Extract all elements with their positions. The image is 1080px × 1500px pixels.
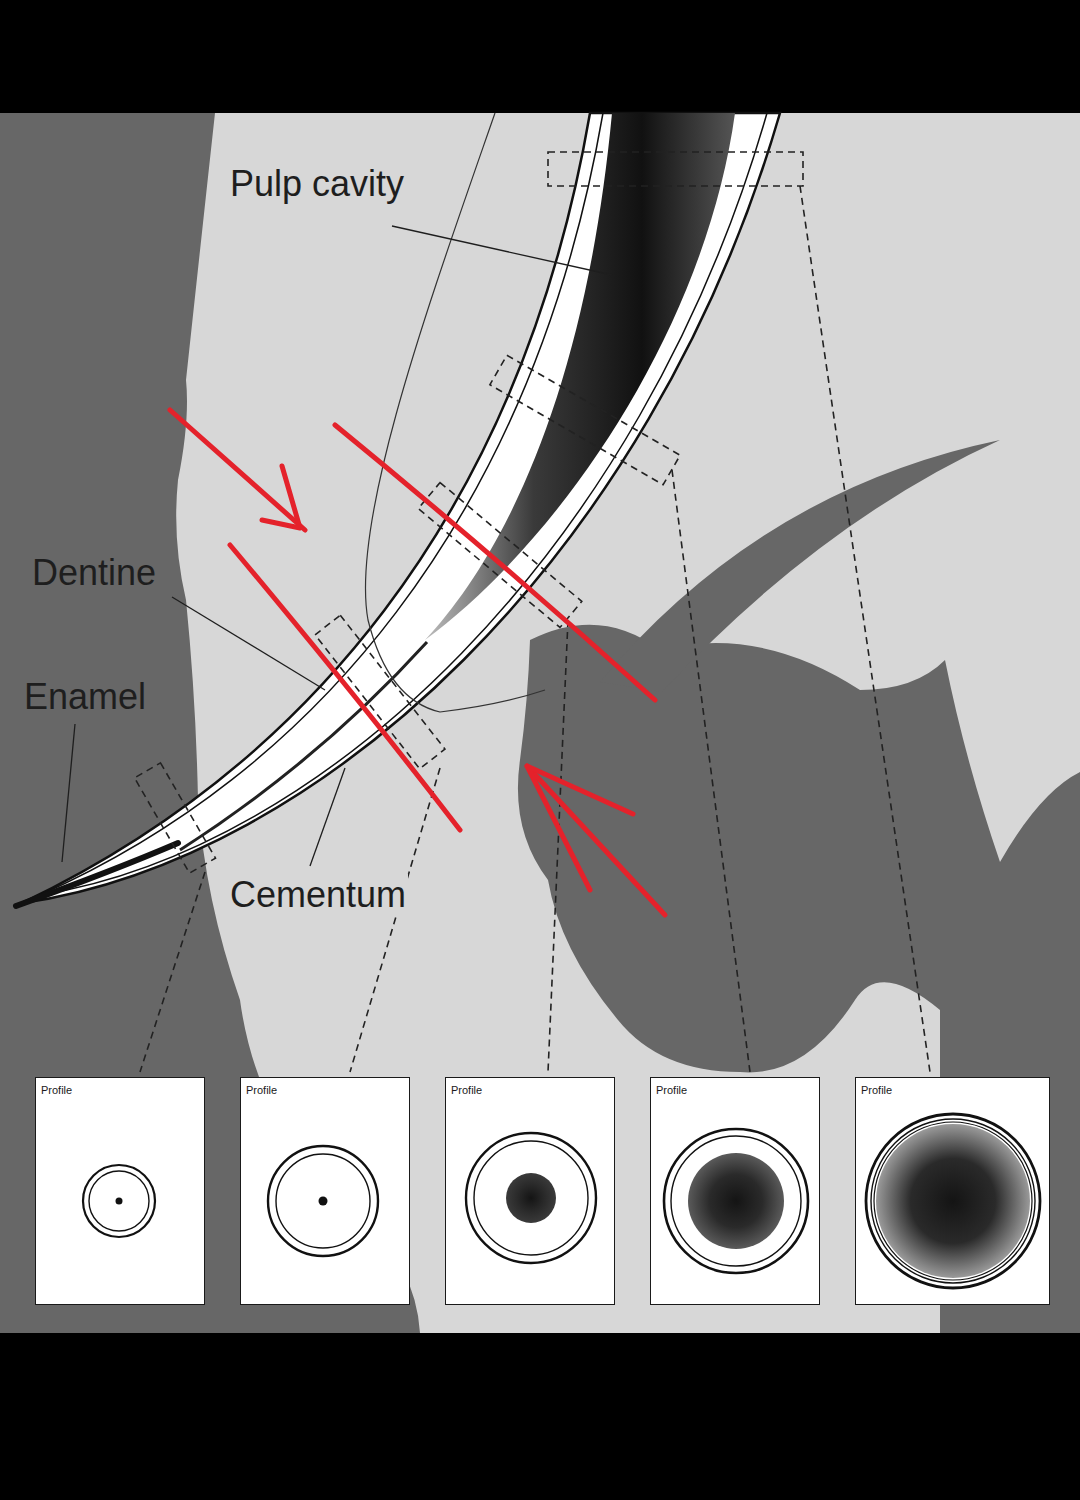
- projection-line: [672, 470, 750, 1072]
- profile-label: Profile: [651, 1078, 687, 1096]
- cross-section-figure: [36, 1078, 206, 1306]
- part-label-text: Dentine: [30, 552, 158, 593]
- layer-ring: [466, 1133, 596, 1263]
- red-cut-line: [230, 545, 460, 830]
- part-label-text: Cementum: [228, 874, 408, 915]
- profile-box: Profile: [650, 1077, 820, 1305]
- section-frame: [548, 152, 803, 186]
- profile-label: Profile: [36, 1078, 72, 1096]
- tooth-outline: [22, 113, 780, 903]
- cementum-line: [40, 113, 767, 895]
- layer-ring: [474, 1141, 588, 1255]
- profile-box: Profile: [240, 1077, 410, 1305]
- leader-line: [310, 768, 345, 866]
- layer-ring: [871, 1119, 1035, 1283]
- projection-line: [800, 186, 930, 1072]
- leader-line: [392, 226, 612, 275]
- layer-ring: [268, 1146, 378, 1256]
- part-label-text: Enamel: [22, 676, 148, 717]
- cross-section-figure: [651, 1078, 821, 1306]
- red-arrowhead: [527, 766, 633, 890]
- jaw-bone-ground: [0, 113, 1080, 1333]
- pulp-dot: [116, 1198, 123, 1205]
- layer-ring: [874, 1122, 1032, 1280]
- part-label: Dentine: [30, 552, 158, 593]
- bone-spur: [600, 440, 1000, 692]
- layer-ring: [89, 1171, 149, 1231]
- part-label: Pulp cavity: [228, 163, 406, 204]
- pulp-cavity-shape: [425, 113, 735, 640]
- pulp-dot: [319, 1197, 328, 1206]
- section-frame: [135, 763, 216, 873]
- pulp-section: [876, 1124, 1030, 1278]
- pulp-canal: [180, 642, 427, 850]
- profile-label: Profile: [241, 1078, 277, 1096]
- pulp-section: [688, 1153, 784, 1249]
- profile-box: Profile: [445, 1077, 615, 1305]
- leader-line: [62, 724, 75, 862]
- section-frame: [490, 355, 680, 484]
- projection-line: [350, 768, 440, 1072]
- part-label-text: Pulp cavity: [228, 163, 406, 204]
- layer-ring: [664, 1129, 808, 1273]
- profile-box: Profile: [855, 1077, 1050, 1305]
- section-frame: [315, 615, 445, 769]
- red-cut-line: [335, 425, 655, 700]
- leader-line: [172, 597, 325, 690]
- pulp-section: [506, 1173, 556, 1223]
- cross-section-figure: [856, 1078, 1051, 1306]
- projection-line: [140, 872, 205, 1072]
- layer-ring: [83, 1165, 155, 1237]
- section-frame: [418, 483, 582, 628]
- part-label: Cementum: [228, 874, 408, 915]
- cross-section-figure: [241, 1078, 411, 1306]
- profile-box: Profile: [35, 1077, 205, 1305]
- profile-label: Profile: [856, 1078, 892, 1096]
- cross-section-figure: [446, 1078, 616, 1306]
- section-markers: [135, 152, 930, 1072]
- red-arrow: [527, 766, 665, 915]
- layer-ring: [276, 1154, 370, 1248]
- enamel-cap: [16, 843, 178, 906]
- red-arrow: [170, 410, 305, 530]
- profile-label: Profile: [446, 1078, 482, 1096]
- part-label: Enamel: [22, 676, 148, 717]
- red-arrowhead: [262, 466, 300, 528]
- red-annotation-marks: [170, 410, 665, 915]
- layer-ring: [671, 1136, 801, 1266]
- layer-ring: [866, 1114, 1040, 1288]
